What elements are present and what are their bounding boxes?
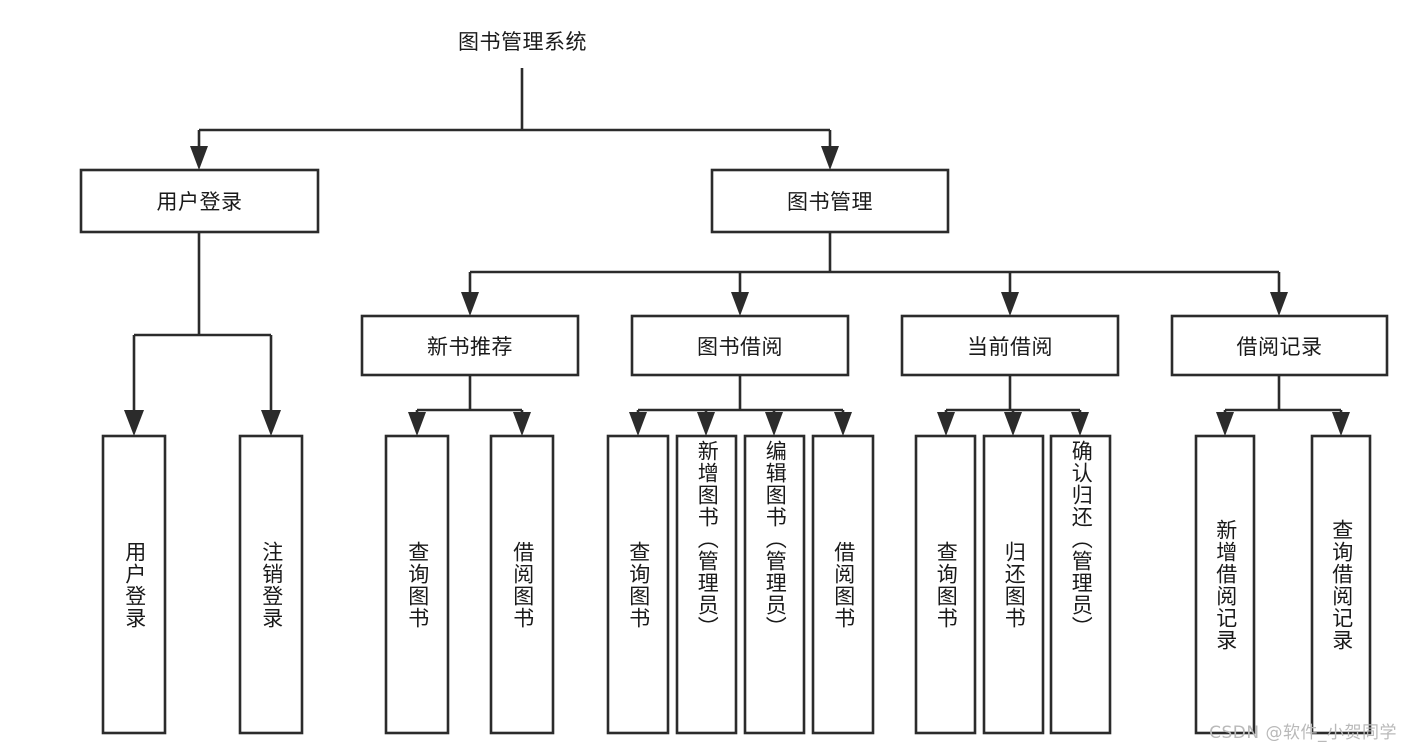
node-leaf-user-login[interactable] [101, 434, 167, 735]
arrow-head-icon [513, 412, 531, 436]
node-leaf-add-record[interactable] [1194, 434, 1256, 735]
arrow-head-icon [765, 412, 783, 436]
arrow-head-icon [1071, 412, 1089, 436]
connector-book-borrow-to-leaves [629, 375, 852, 436]
connector-root-to-level2 [190, 68, 839, 170]
arrow-head-icon [190, 146, 208, 170]
arrow-head-icon [261, 410, 281, 436]
connector-user-login-to-leaves [124, 232, 281, 436]
arrow-head-icon [834, 412, 852, 436]
node-leaf-borrow-book-2[interactable] [811, 434, 875, 735]
node-current-borrow[interactable] [900, 314, 1120, 377]
node-leaf-confirm-return[interactable] [1049, 434, 1112, 735]
arrow-head-icon [124, 410, 144, 436]
arrow-head-icon [1270, 292, 1288, 316]
connector-book-management-to-level3 [461, 232, 1288, 316]
node-leaf-query-book-1[interactable] [384, 434, 450, 735]
node-book-borrow[interactable] [630, 314, 850, 377]
node-borrow-record[interactable] [1170, 314, 1389, 377]
node-leaf-user-logout[interactable] [238, 434, 304, 735]
arrow-head-icon [1332, 412, 1350, 436]
connector-new-book-recommend-to-leaves [408, 375, 531, 436]
arrow-head-icon [1004, 412, 1022, 436]
node-leaf-borrow-book-1[interactable] [489, 434, 555, 735]
node-leaf-query-record[interactable] [1310, 434, 1372, 735]
node-leaf-edit-book[interactable] [743, 434, 806, 735]
node-book-management[interactable] [710, 168, 950, 234]
arrow-head-icon [697, 412, 715, 436]
arrow-head-icon [629, 412, 647, 436]
arrow-head-icon [461, 292, 479, 316]
node-leaf-return-book[interactable] [982, 434, 1045, 735]
connector-borrow-record-to-leaves [1216, 375, 1350, 436]
node-new-book-recommend[interactable] [360, 314, 580, 377]
arrow-head-icon [821, 146, 839, 170]
node-leaf-query-book-3[interactable] [914, 434, 977, 735]
arrow-head-icon [731, 292, 749, 316]
node-user-login[interactable] [79, 168, 320, 234]
arrow-head-icon [1001, 292, 1019, 316]
node-leaf-add-book[interactable] [675, 434, 738, 735]
arrow-head-icon [408, 412, 426, 436]
arrow-head-icon [937, 412, 955, 436]
arrow-head-icon [1216, 412, 1234, 436]
connector-current-borrow-to-leaves [937, 375, 1089, 436]
node-leaf-query-book-2[interactable] [606, 434, 670, 735]
